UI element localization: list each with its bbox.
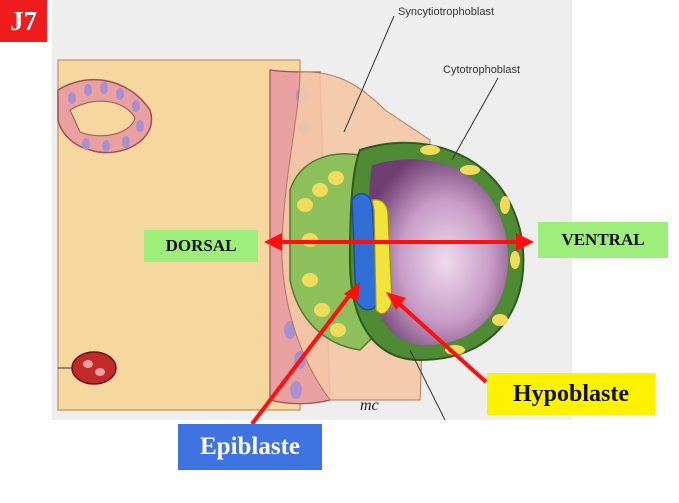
syncytiotrophoblast-label: Syncytiotrophoblast	[398, 6, 494, 18]
syncytiotrophoblast-leader-line	[343, 15, 395, 133]
dorsal-ventral-arrow	[264, 233, 534, 251]
epiblaste-label: Epiblaste	[178, 424, 322, 470]
uterine-gland	[57, 78, 153, 154]
cytotrophoblast-label: Cytotrophoblast	[443, 64, 521, 76]
blood-vessel	[58, 351, 117, 385]
ventral-label: VENTRAL	[538, 222, 668, 258]
slide-badge: J7	[0, 0, 47, 42]
hypoblaste-arrow	[386, 292, 488, 384]
epiblaste-arrow	[250, 282, 360, 426]
hypoblaste-label: Hypoblaste	[487, 373, 655, 415]
cytotrophoblast-leader-line	[451, 77, 499, 161]
dorsal-label: DORSAL	[144, 230, 258, 262]
artist-signature: mc	[360, 397, 379, 414]
bottom-leader-line	[409, 349, 446, 421]
